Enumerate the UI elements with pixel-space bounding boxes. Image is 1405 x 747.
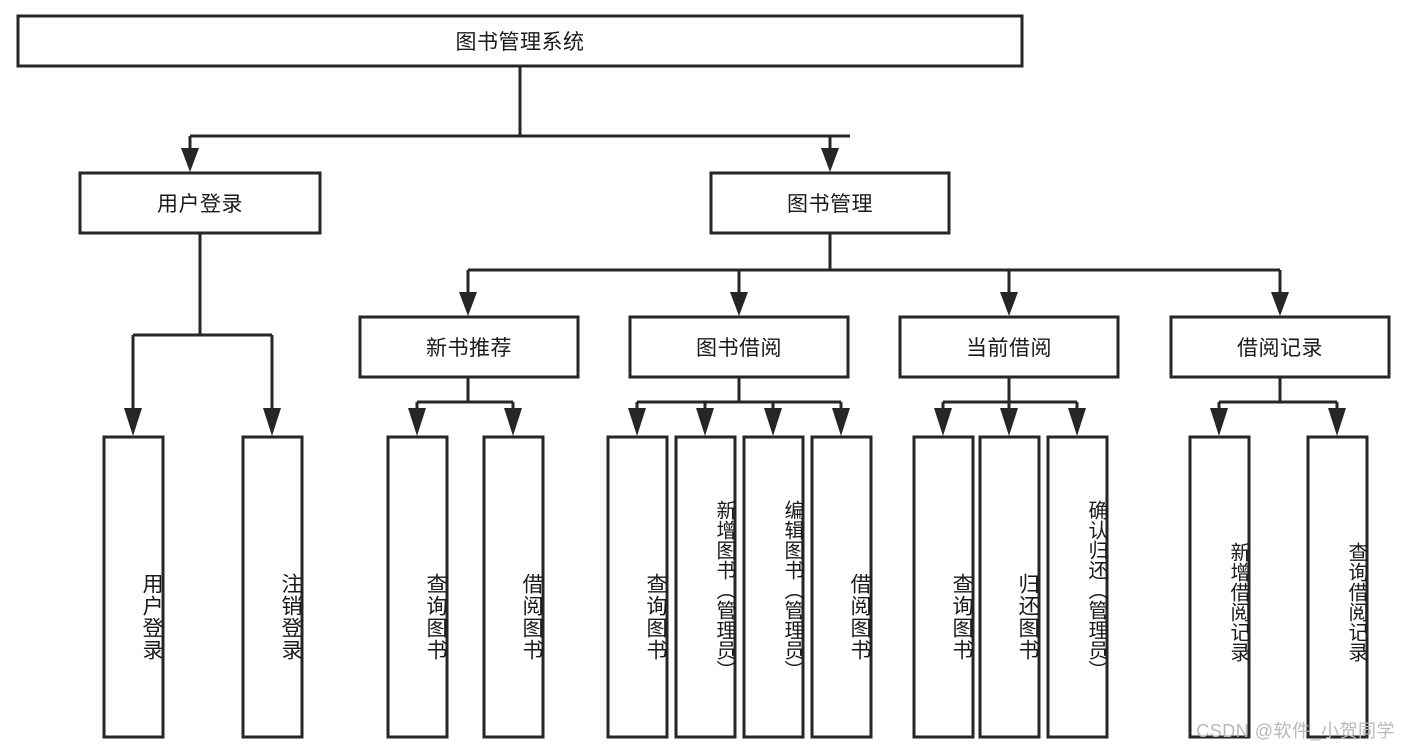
connector-root-to-level2: [181, 66, 850, 172]
csdn-watermark: CSDN @软件_小贺同学: [1196, 721, 1395, 741]
leaf-box[interactable]: [674, 435, 737, 739]
connector-bookmgmt-to-level3: [459, 233, 1289, 316]
leaf-box[interactable]: [810, 435, 873, 739]
leaf-box[interactable]: [386, 435, 449, 739]
leaf-box[interactable]: [1046, 435, 1109, 739]
node-root[interactable]: [16, 14, 1024, 68]
connector-borrowrecord-to-leaves: [1210, 377, 1346, 436]
connector-bookborrow-to-leaves: [628, 377, 850, 436]
connector-currentborrow-to-leaves: [934, 377, 1086, 436]
leaf-box[interactable]: [912, 435, 975, 739]
connector-newbook-to-leaves: [408, 377, 522, 436]
node-new-book-recommend[interactable]: [358, 315, 580, 379]
leaf-box[interactable]: [978, 435, 1041, 739]
leaf-box[interactable]: [1306, 435, 1369, 739]
leaf-box[interactable]: [1188, 435, 1251, 739]
leaf-box[interactable]: [742, 435, 805, 739]
leaf-box[interactable]: [606, 435, 669, 739]
node-book-management[interactable]: [709, 171, 951, 235]
node-current-borrow[interactable]: [898, 315, 1120, 379]
leaf-box[interactable]: [482, 435, 545, 739]
connector-userlogin-to-leaves: [124, 233, 281, 436]
leaf-box[interactable]: [102, 435, 165, 739]
leaf-box[interactable]: [241, 435, 304, 739]
node-book-borrow[interactable]: [628, 315, 850, 379]
node-user-login[interactable]: [78, 171, 322, 235]
node-borrow-record[interactable]: [1169, 315, 1391, 379]
